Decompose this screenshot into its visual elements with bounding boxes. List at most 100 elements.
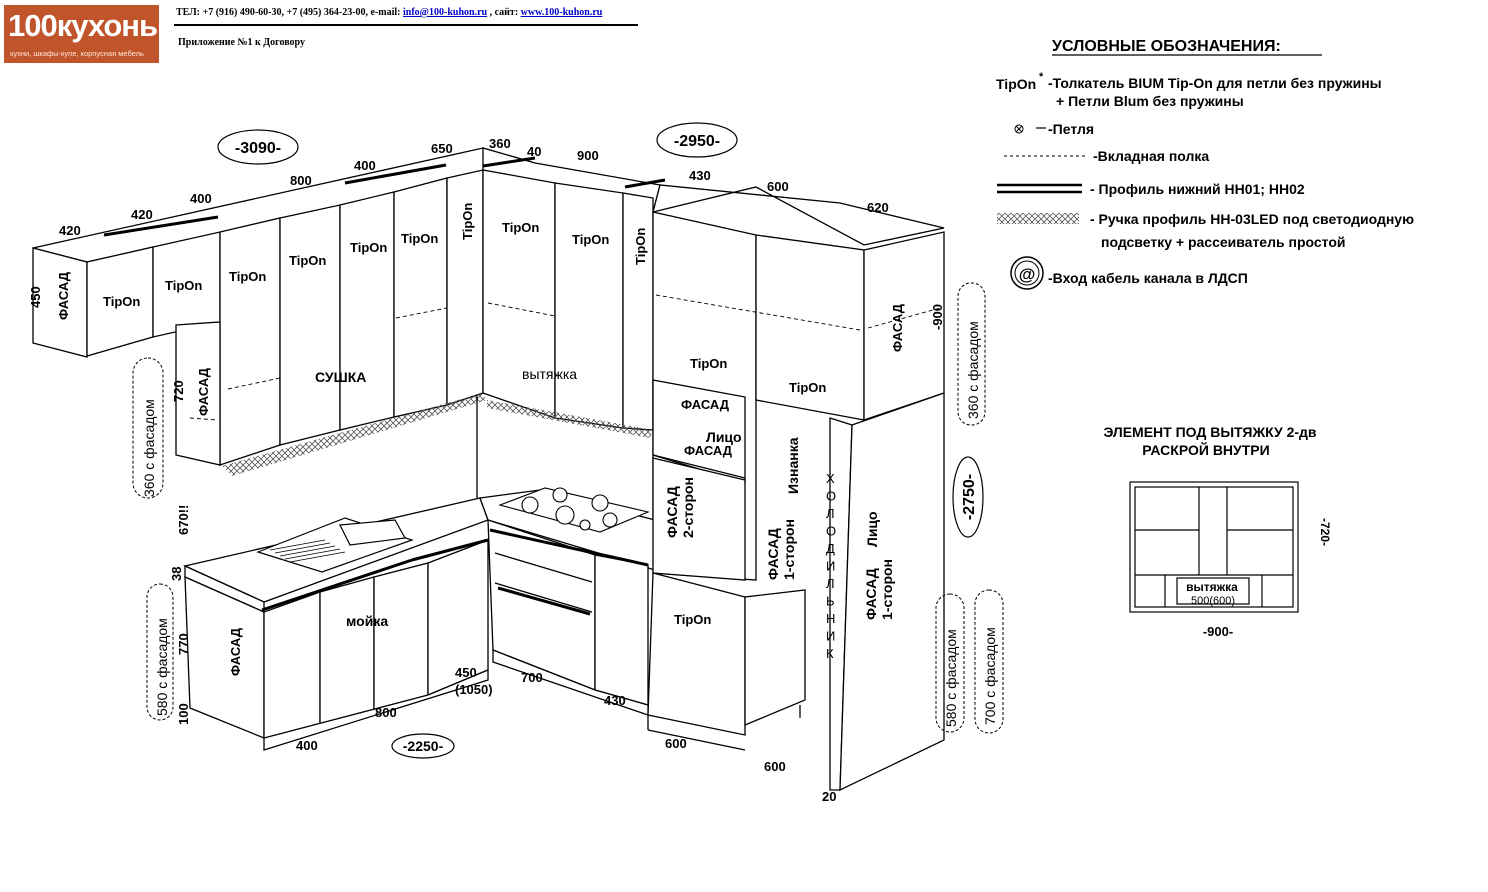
upper-cabinets bbox=[32, 147, 945, 581]
dim: 100 bbox=[176, 703, 191, 725]
element-height: -720- bbox=[1318, 518, 1332, 546]
element-width: -900- bbox=[1203, 624, 1233, 639]
contact-line: ТЕЛ: +7 (916) 490-60-30, +7 (495) 364-23… bbox=[176, 7, 602, 18]
upper-side-left bbox=[32, 247, 88, 358]
facade-label: ФАСАД bbox=[228, 627, 243, 676]
fridge-letter: К bbox=[826, 646, 834, 661]
sink-label: мойка bbox=[346, 613, 388, 629]
fridge-letter: И bbox=[826, 559, 835, 574]
handle-hatch-icon bbox=[997, 213, 1079, 224]
dryer-label: СУШКА bbox=[315, 369, 366, 385]
ruler-580: 580 с фасадом bbox=[154, 618, 170, 716]
tipon-label: TipOn bbox=[690, 356, 727, 371]
facade-label: ФАСАД bbox=[196, 367, 211, 416]
dim: 20 bbox=[822, 789, 836, 804]
tipon-label: TipOn bbox=[502, 220, 539, 235]
hob bbox=[498, 487, 650, 533]
tipon-label: TipOn bbox=[789, 380, 826, 395]
dim: -900 bbox=[930, 304, 945, 330]
dim: 400 bbox=[354, 158, 376, 173]
dim: 770 bbox=[176, 633, 191, 655]
tipon-label: TipOn bbox=[289, 253, 326, 268]
facade-2side-label: ФАСАД2-сторон bbox=[664, 477, 696, 538]
dim: 900 bbox=[577, 148, 599, 163]
email-link[interactable]: info@100-kuhon.ru bbox=[403, 7, 488, 18]
element-hood-size: 500(600) bbox=[1191, 595, 1235, 607]
face-label: Лицо bbox=[706, 429, 742, 445]
dim: 360 bbox=[489, 136, 511, 151]
fridge-letter: Ь bbox=[826, 594, 835, 609]
company-logo: 100кухонь кухни, шкафы-купе, корпусная м… bbox=[4, 5, 159, 63]
header-rule bbox=[174, 24, 638, 26]
profile-line-icon bbox=[997, 183, 1082, 194]
tipon-label: TipOn bbox=[103, 294, 140, 309]
logo-subtitle: кухни, шкафы-купе, корпусная мебель bbox=[10, 49, 144, 58]
tipon-label: TipOn bbox=[229, 269, 266, 284]
dim: 400 bbox=[296, 738, 318, 753]
facade-label: ФАСАД bbox=[681, 397, 730, 412]
total-upper-left: -3090- bbox=[235, 140, 281, 157]
legend-profile: - Профиль нижний НН01; НН02 bbox=[1090, 181, 1305, 197]
total-tall-height: -2750- bbox=[961, 474, 978, 520]
element-hood: вытяжка bbox=[1186, 580, 1238, 594]
ruler-700: 700 с фасадом bbox=[982, 627, 998, 725]
dim: 720 bbox=[171, 380, 186, 402]
ruler-360: 360 с фасадом bbox=[965, 321, 981, 419]
handle-profiles bbox=[103, 156, 666, 616]
dim: 420 bbox=[131, 207, 153, 222]
fridge-letter: Л bbox=[826, 506, 835, 521]
dim: 620 bbox=[867, 200, 889, 215]
facade-label: ФАСАД bbox=[684, 443, 733, 458]
tipon-label: TipOn bbox=[633, 228, 648, 265]
fridge-letter: Д bbox=[826, 541, 835, 556]
facade-1side-label-fridge: ФАСАД1-сторон bbox=[863, 559, 895, 620]
legend-tipon-key: TipOn bbox=[996, 76, 1036, 92]
tipon-label: TipOn bbox=[165, 278, 202, 293]
legend-hinge: -Петля bbox=[1048, 121, 1094, 137]
contact-phones: ТЕЛ: +7 (916) 490-60-30, +7 (495) 364-23… bbox=[176, 7, 404, 18]
tipon-label: TipOn bbox=[572, 232, 609, 247]
lower-cabinets bbox=[182, 379, 945, 792]
dim: 600 bbox=[767, 179, 789, 194]
dim: 450 bbox=[28, 286, 43, 308]
legend-handle2: подсветку + рассеиватель простой bbox=[1101, 234, 1345, 250]
tipon-label: TipOn bbox=[674, 612, 711, 627]
dim: 400 bbox=[190, 191, 212, 206]
appendix-title: Приложение №1 к Договору bbox=[178, 37, 305, 48]
legend-title: УСЛОВНЫЕ ОБОЗНАЧЕНИЯ: bbox=[1052, 38, 1281, 55]
fridge-letter: И bbox=[826, 629, 835, 644]
legend-tipon-desc2: + Петли Blum без пружины bbox=[1056, 93, 1244, 109]
element-title1: ЭЛЕМЕНТ ПОД ВЫТЯЖКУ 2-дв bbox=[1103, 424, 1316, 440]
ruler-360: 360 с фасадом bbox=[141, 399, 157, 497]
element-title2: РАСКРОЙ ВНУТРИ bbox=[1142, 441, 1269, 458]
site-link[interactable]: www.100-kuhon.ru bbox=[520, 7, 603, 18]
dim: 800 bbox=[375, 705, 397, 720]
total-upper-right: -2950- bbox=[674, 133, 720, 150]
total-ovals bbox=[217, 122, 984, 759]
dim: 670!! bbox=[176, 505, 191, 535]
facade-label: ФАСАД bbox=[56, 271, 71, 320]
facade-1side-label: ФАСАД1-сторон bbox=[765, 519, 797, 580]
fridge-letter: О bbox=[826, 489, 836, 504]
dim: 600 bbox=[665, 736, 687, 751]
dim: 430 bbox=[689, 168, 711, 183]
dim: 420 bbox=[59, 223, 81, 238]
dim: 650 bbox=[431, 141, 453, 156]
ruler-580: 580 с фасадом bbox=[943, 629, 959, 727]
ruler-ovals bbox=[132, 282, 1004, 734]
legend: УСЛОВНЫЕ ОБОЗНАЧЕНИЯ: TipOn * -Толкатель… bbox=[996, 38, 1414, 290]
dim: 450 bbox=[455, 665, 477, 680]
site-prefix: , сайт: bbox=[487, 7, 521, 18]
fridge-letter: Л bbox=[826, 576, 835, 591]
ruler-labels: 360 с фасадом 360 с фасадом 580 с фасадо… bbox=[141, 321, 998, 727]
cable-entry-icon: @ bbox=[1010, 256, 1044, 290]
legend-tipon-desc1: -Толкатель BIUM Tip-On для петли без пру… bbox=[1048, 75, 1382, 91]
fridge-letter: Х bbox=[826, 471, 835, 486]
dimension-labels: 420 420 400 800 400 650 360 40 900 430 6… bbox=[28, 136, 945, 804]
total-lower-left: -2250- bbox=[403, 738, 444, 754]
tipon-label: TipOn bbox=[350, 240, 387, 255]
dim: 600 bbox=[764, 759, 786, 774]
legend-handle1: - Ручка профиль НН-03LED под светодиодну… bbox=[1090, 211, 1414, 227]
